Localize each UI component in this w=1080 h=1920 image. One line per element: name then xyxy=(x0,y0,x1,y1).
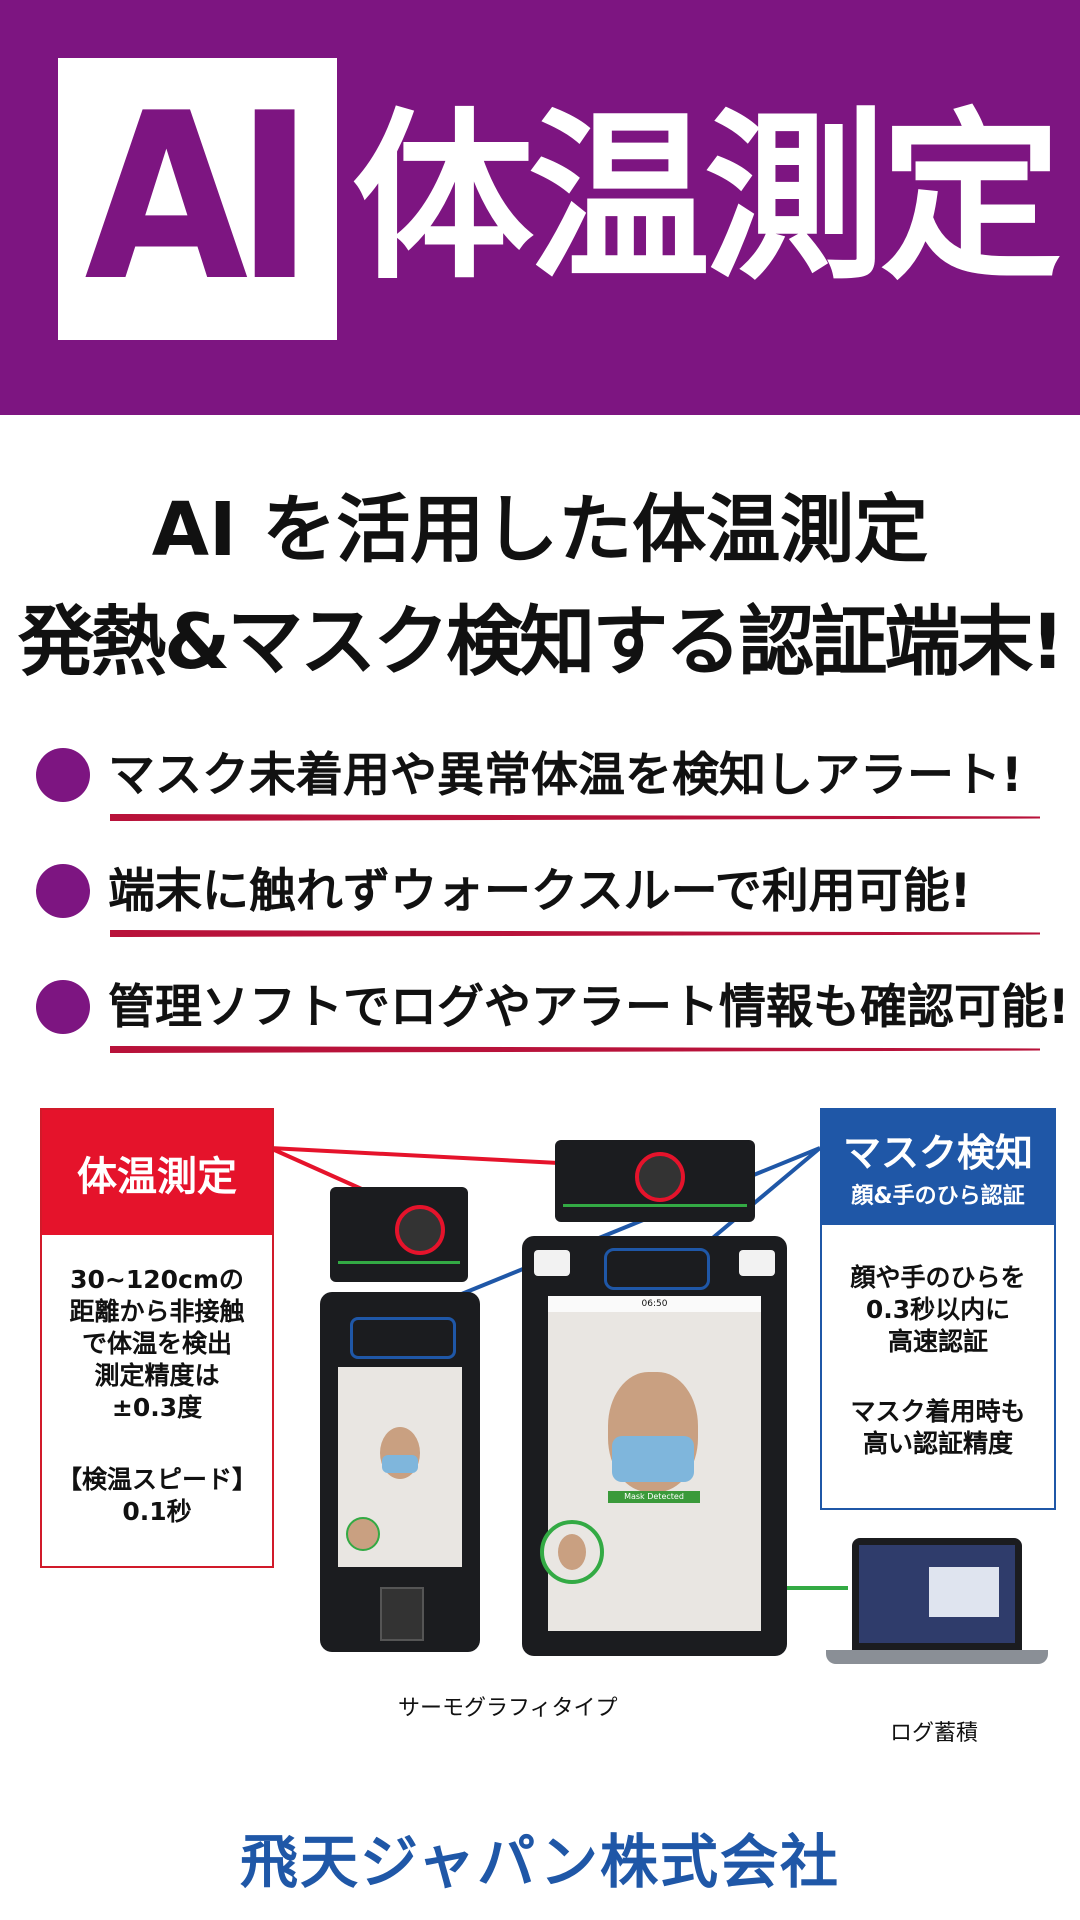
bullet-item: 管理ソフトでログやアラート情報も確認可能! xyxy=(30,962,1069,1053)
temperature-line: 距離から非接触 xyxy=(69,1297,245,1326)
mask-line: マスク着用時も xyxy=(850,1397,1026,1426)
temperature-line: ±0.3度 xyxy=(111,1393,203,1422)
bullet-text: マスク未着用や異常体温を検知しアラート! xyxy=(108,748,1023,803)
bullet-text: 端末に触れずウォークスルーで利用可能! xyxy=(108,864,972,919)
screen-time: 06:50 xyxy=(548,1296,761,1312)
detected-face-icon xyxy=(540,1520,604,1584)
bullet-underline xyxy=(110,814,1040,821)
speed-label: 【検温スピード】 xyxy=(56,1465,257,1494)
module-stripe xyxy=(338,1261,460,1264)
thermal-lens-icon xyxy=(635,1152,685,1202)
bullet-item: 端末に触れずウォークスルーで利用可能! xyxy=(30,846,1060,937)
mask-line: 高い認証精度 xyxy=(862,1429,1013,1458)
header-title: 体温測定 xyxy=(352,92,1062,304)
face-thumbnail xyxy=(558,1534,586,1570)
bullet-dot-icon xyxy=(36,748,90,802)
temperature-line: で体温を検出 xyxy=(81,1329,232,1358)
terminal-small xyxy=(320,1292,480,1652)
temperature-panel: 体温測定 30~120cmの 距離から非接触 で体温を検出 測定精度は ±0.3… xyxy=(40,1108,274,1568)
mask-line: 高速認証 xyxy=(887,1327,988,1356)
ai-badge-label: AI xyxy=(84,65,314,332)
sensor-window xyxy=(739,1250,775,1276)
camera-icon xyxy=(350,1317,456,1359)
terminal-large: 06:50 Mask Detected xyxy=(522,1236,787,1656)
thermal-camera-module xyxy=(330,1187,468,1282)
thermal-lens-icon xyxy=(395,1205,445,1255)
mask-image xyxy=(612,1436,694,1482)
caption-log: ログ蓄積 xyxy=(890,1721,979,1746)
temperature-line: 30~120cmの xyxy=(70,1265,244,1294)
mask-panel-header: マスク検知 顔&手のひら認証 xyxy=(822,1110,1054,1225)
temperature-line: 測定精度は xyxy=(94,1361,220,1390)
laptop-screen xyxy=(859,1545,1015,1643)
header-banner: AI 体温測定 xyxy=(0,0,1080,415)
caption-thermo: サーモグラフィタイプ xyxy=(398,1696,618,1721)
sensor-window xyxy=(534,1250,570,1276)
temperature-panel-title: 体温測定 xyxy=(42,1110,272,1235)
bullet-item: マスク未着用や異常体温を検知しアラート! xyxy=(30,730,1060,821)
detected-face-icon xyxy=(346,1517,380,1551)
bullet-dot-icon xyxy=(36,864,90,918)
speed-value: 0.1秒 xyxy=(122,1497,192,1526)
bullet-text: 管理ソフトでログやアラート情報も確認可能! xyxy=(108,980,1070,1035)
mask-image xyxy=(382,1455,418,1473)
module-stripe xyxy=(563,1204,747,1207)
ai-badge: AI xyxy=(58,58,337,340)
bullet-dot-icon xyxy=(36,980,90,1034)
camera-icon xyxy=(604,1248,710,1290)
mask-detected-label: Mask Detected xyxy=(608,1491,700,1503)
mask-line: 0.3秒以内に xyxy=(865,1295,1011,1324)
headline-line-2: 発熱&マスク検知する認証端末! xyxy=(18,597,1065,686)
mask-panel-title: マスク検知 xyxy=(842,1131,1033,1175)
bullet-underline xyxy=(110,1046,1040,1053)
login-form xyxy=(929,1567,999,1617)
small-terminal-screen xyxy=(338,1367,462,1567)
laptop-base xyxy=(826,1650,1048,1664)
large-terminal-screen: 06:50 Mask Detected xyxy=(540,1296,761,1631)
laptop xyxy=(852,1538,1022,1650)
mask-panel-subtitle: 顔&手のひら認証 xyxy=(851,1184,1025,1209)
company-name: 飛天ジャパン株式会社 xyxy=(239,1828,840,1896)
mask-panel: マスク検知 顔&手のひら認証 顔や手のひらを 0.3秒以内に 高速認証 マスク着… xyxy=(820,1108,1056,1510)
palm-scanner xyxy=(380,1587,424,1641)
thermal-camera-large xyxy=(555,1140,755,1222)
headline-line-1: AI を活用した体温測定 xyxy=(151,487,929,573)
mask-line: 顔や手のひらを xyxy=(850,1263,1026,1292)
bullet-underline xyxy=(110,930,1040,937)
